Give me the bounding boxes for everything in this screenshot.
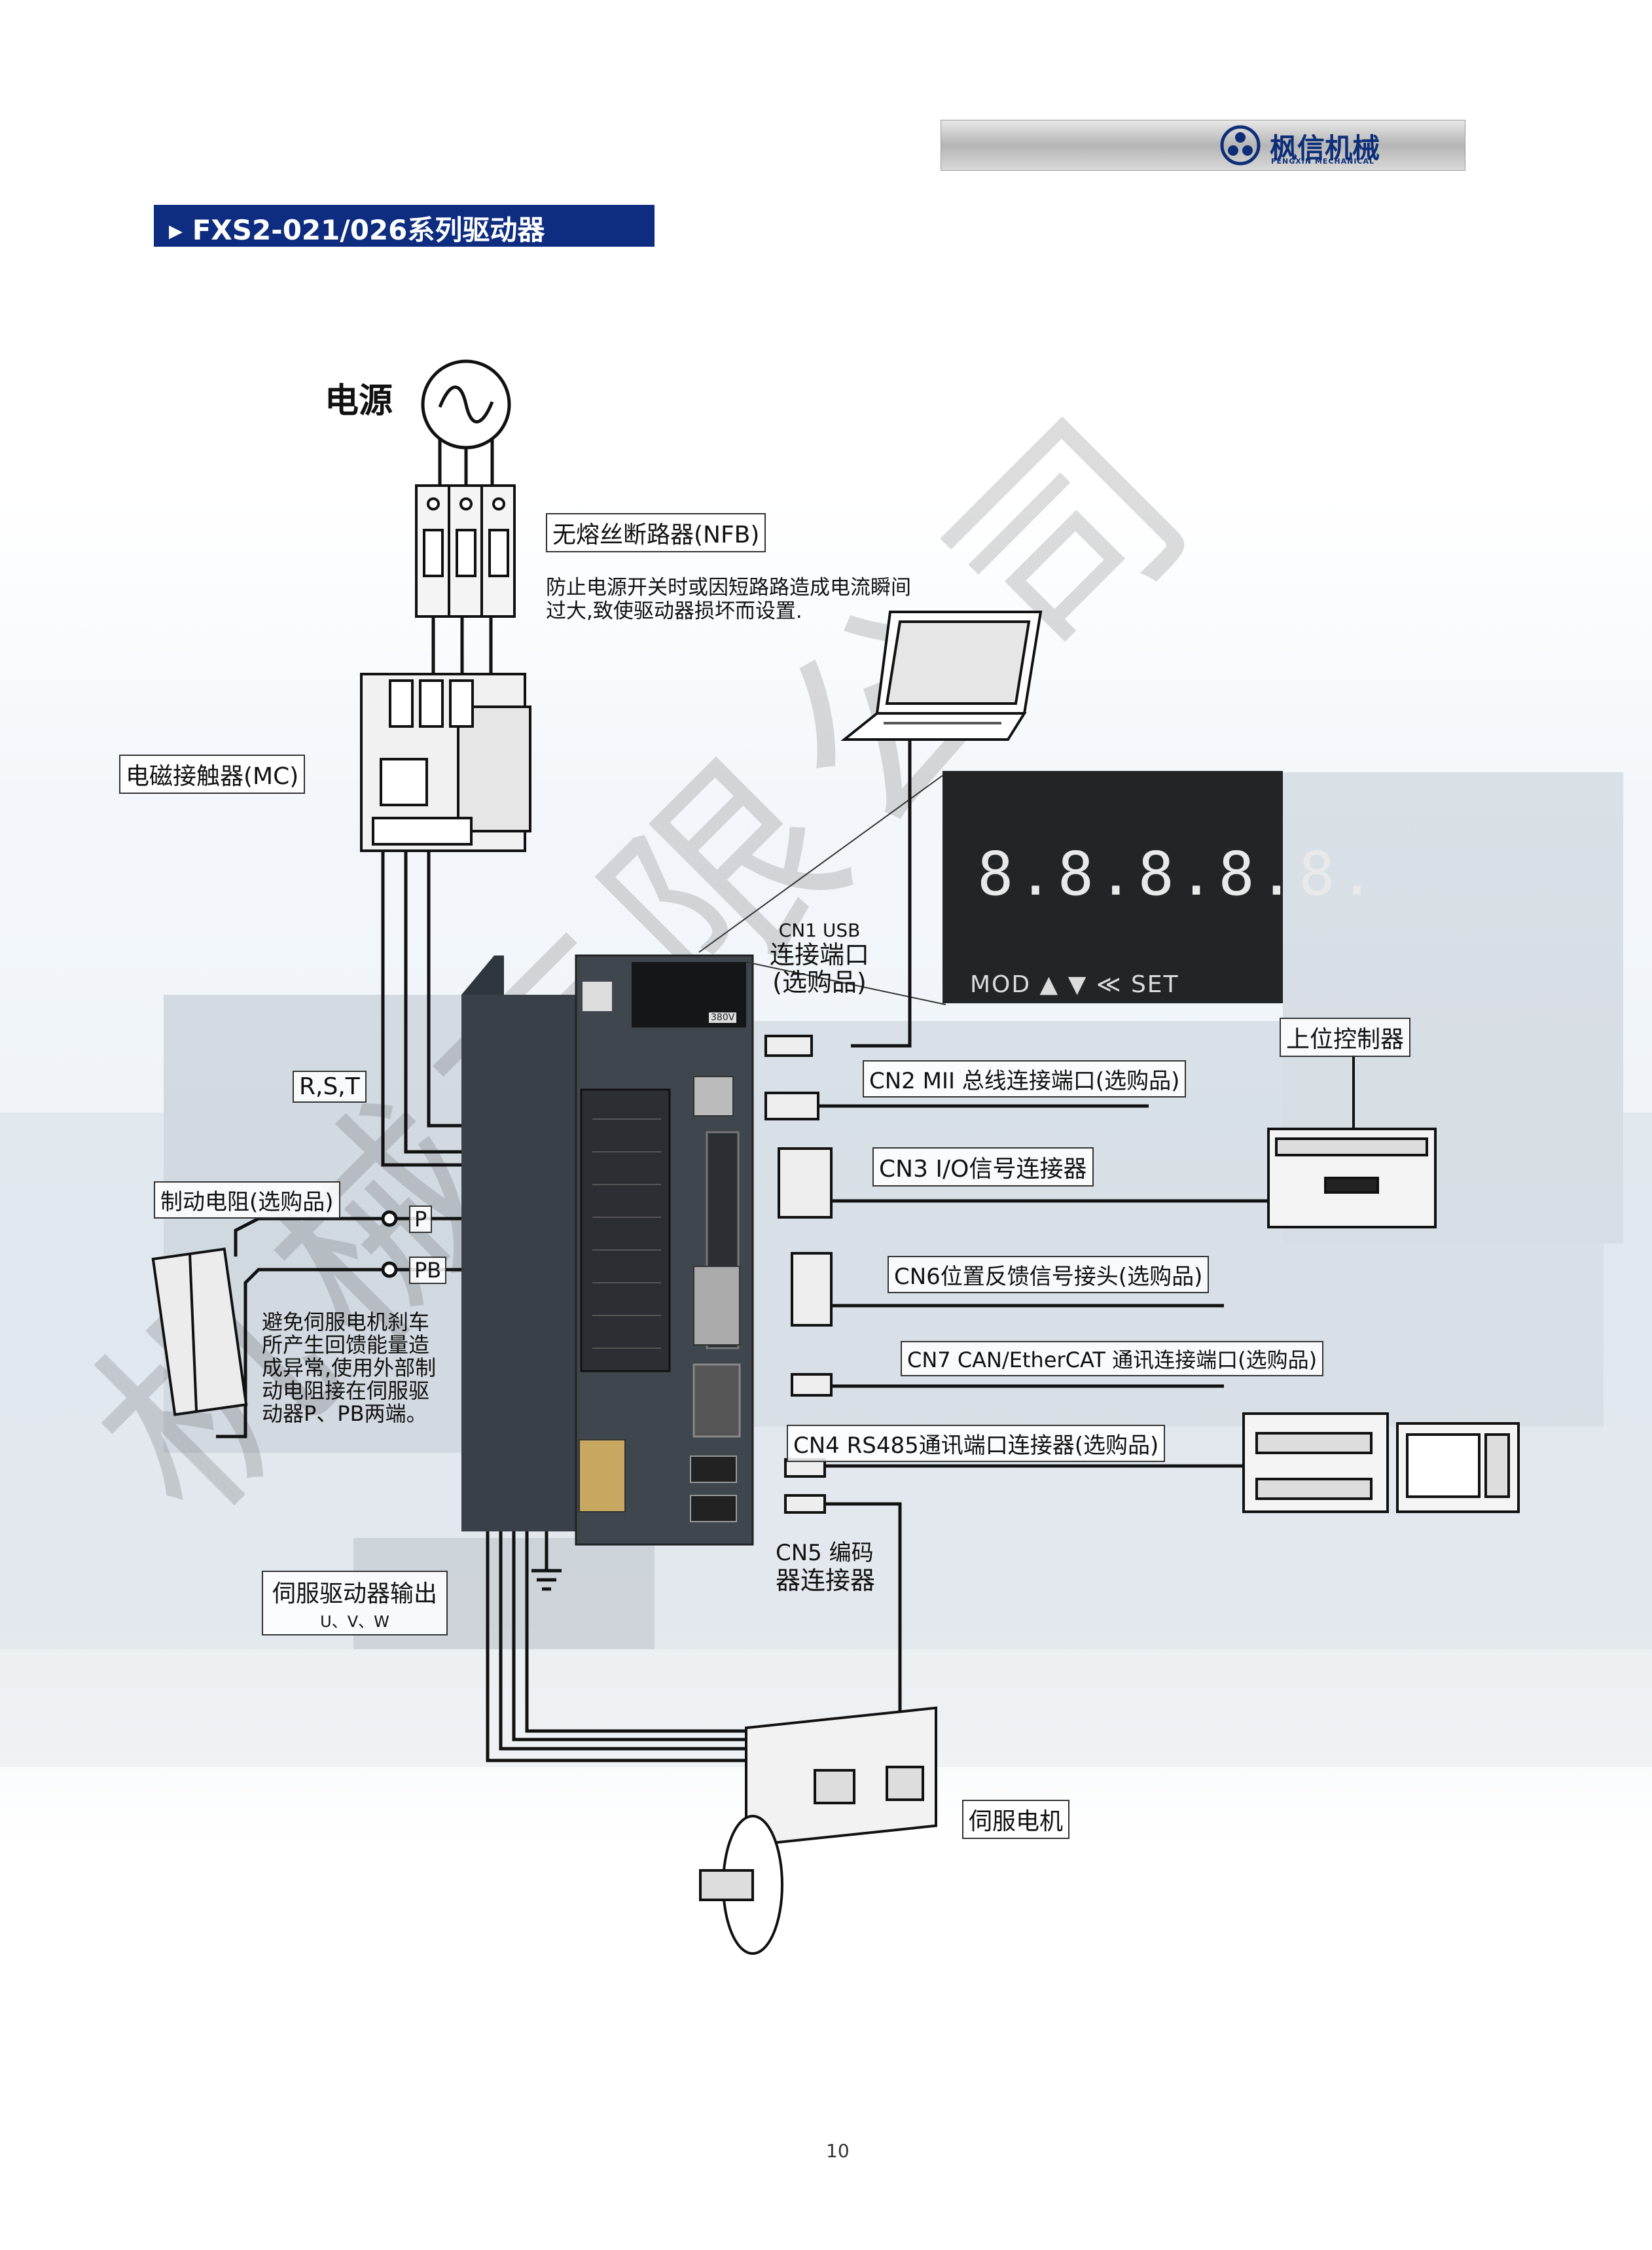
breaker-to-contactor-lines [431, 616, 493, 674]
cn6-label: CN6位置反馈信号接头(选购品) [888, 1256, 1210, 1293]
ac-power-source-icon [421, 359, 511, 450]
seven-segment-display: 8.8.8.8.8. [977, 839, 1379, 909]
brand-name: 枫信机械 [1270, 132, 1380, 164]
contactor-mc-icon [360, 673, 531, 852]
cn5-label: CN5 编码 器连接器 [776, 1540, 875, 1595]
cn5-line2: 器连接器 [776, 1566, 876, 1595]
brand-logo-icon [1220, 125, 1261, 166]
cn7-label: CN7 CAN/EtherCAT 通讯连接端口(选购品) [901, 1341, 1324, 1376]
output-label-box: 伺服驱动器输出 U、V、W [262, 1571, 448, 1635]
brake-note-line2: 所产生回馈能量造 [262, 1332, 430, 1357]
brake-note-line1: 避免伺服电机刹车 [262, 1310, 430, 1334]
cn1-line3: (选购品) [772, 968, 867, 997]
upper-controller-icon [1267, 1055, 1437, 1228]
terminal-pb-dot [381, 1261, 398, 1278]
servo-drive-icon [461, 954, 754, 1546]
terminal-pb-label: PB [409, 1257, 447, 1284]
connector-cables [818, 1104, 1270, 1780]
brake-resistor-icon [151, 1247, 248, 1416]
plc-and-hmi-icon [1242, 1412, 1520, 1513]
nfb-note-line2: 过大,致使驱动器损坏而设置. [546, 599, 802, 623]
power-label: 电源 [325, 382, 393, 421]
breaker-nfb-icon [415, 484, 516, 618]
cn5-line1: CN5 编码 [776, 1540, 874, 1566]
title-marker-icon: ▸ [169, 214, 183, 246]
cn1-label: CN1 USB 连接端口 (选购品) [770, 920, 869, 996]
brake-resistor-label: 制动电阻(选购品) [154, 1181, 340, 1219]
mc-label: 电磁接触器(MC) [119, 755, 306, 794]
rst-label: R,S,T [293, 1071, 367, 1103]
cn1-line2: 连接端口 [770, 940, 870, 969]
laptop-cable [851, 740, 912, 1048]
brake-note-line4: 动电阻接在伺服驱 [262, 1378, 430, 1403]
section-title: ▸ FXS2-021/026系列驱动器 [169, 208, 545, 248]
header-logo-bar [941, 120, 1465, 171]
laptop-icon [840, 611, 1043, 741]
brake-note-line3: 成异常,使用外部制 [262, 1355, 437, 1380]
cn3-label: CN3 I/O信号连接器 [872, 1147, 1094, 1187]
motor-label: 伺服电机 [962, 1800, 1070, 1839]
voltage-tag: 380V [709, 1012, 737, 1023]
page-number: 10 [826, 2140, 850, 2162]
cn2-label: CN2 MII 总线连接端口(选购品) [863, 1060, 1187, 1098]
nfb-label: 无熔丝断路器(NFB) [546, 513, 766, 552]
display-callout-lines [698, 775, 946, 1005]
brake-note-line5: 动器P、PB两端。 [262, 1401, 427, 1426]
output-label: 伺服驱动器输出 [272, 1580, 438, 1607]
terminal-p-dot [381, 1210, 398, 1227]
cn1-line1: CN1 USB [778, 920, 861, 941]
cn4-label: CN4 RS485通讯端口连接器(选购品) [787, 1425, 1166, 1462]
section-title-bar [154, 205, 655, 247]
panel-keys: MOD ▲ ▼ ≪ SET [970, 971, 1179, 998]
upper-controller-label: 上位控制器 [1280, 1018, 1411, 1057]
panel-display-closeup [943, 771, 1283, 1003]
title-text: FXS2-021/026系列驱动器 [192, 214, 545, 246]
brand-subtitle: FENGXIN MECHANICAL [1271, 157, 1375, 166]
nfb-note-line1: 防止电源开关时或因短路路造成电流瞬间 [546, 576, 911, 599]
servo-motor-icon [699, 1706, 937, 1955]
terminal-p-label: P [409, 1205, 433, 1233]
output-sublabel: U、V、W [320, 1613, 389, 1631]
